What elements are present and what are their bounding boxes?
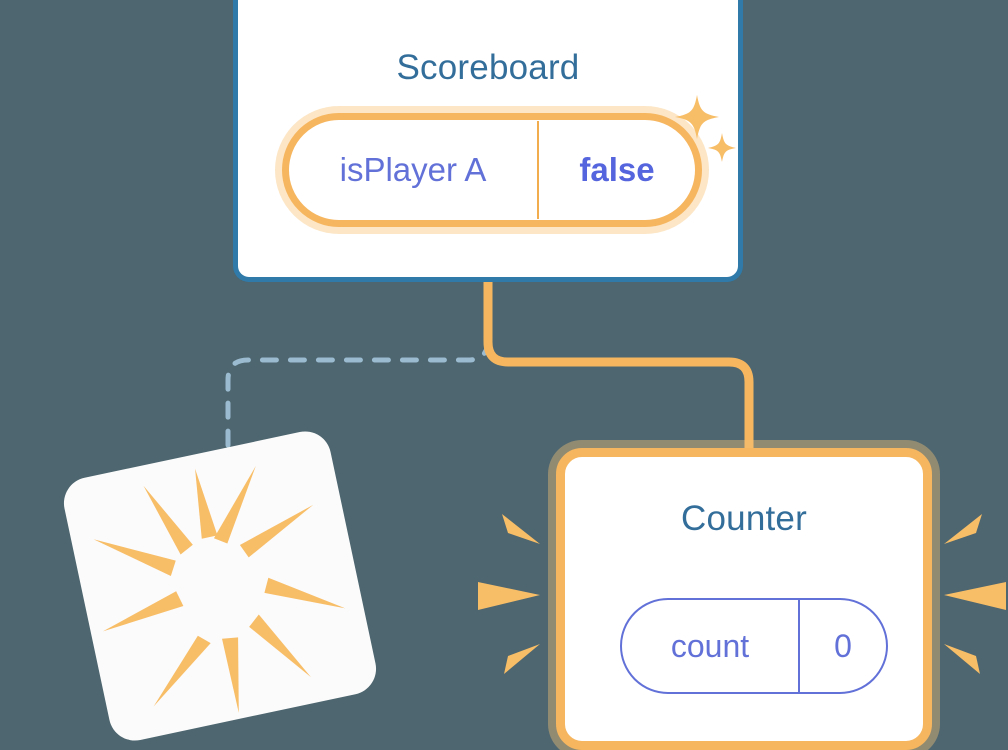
ray-icon [944,582,1006,610]
scoreboard-card[interactable]: Scoreboard isPlayer A false [233,0,743,282]
sparkle-group [675,95,736,162]
burst-ray-icon [143,485,193,555]
counter-card[interactable]: Counter count 0 [556,448,932,750]
counter-rays-left [478,514,540,674]
pill-divider [537,121,539,219]
scoreboard-state-pill-wrapper: isPlayer A false [282,113,702,227]
counter-state-key: count [670,627,750,664]
burst-ray-icon [93,539,176,577]
ray-icon [944,644,980,674]
ray-icon [944,514,982,544]
burst-ray-icon [102,591,184,632]
ray-icon [502,514,540,544]
burst-ray-icon [264,577,346,609]
ray-icon [504,644,540,674]
burst-ray-icon [213,465,256,544]
counter-rays-right [944,514,1006,674]
burst-ray-icon [195,468,218,539]
scoreboard-card-title: Scoreboard [396,48,580,87]
burst-ray-icon [239,504,314,558]
scoreboard-state-pill[interactable]: isPlayer A false [282,113,702,227]
pill-divider [798,600,800,692]
counter-state-pill[interactable]: count 0 [620,598,888,694]
burst-group [93,465,346,713]
ray-icon [478,582,540,610]
scoreboard-state-key: isPlayer A [339,151,487,188]
scoreboard-state-value: false [579,151,655,188]
burst-ray-icon [153,635,211,707]
tilted-blank-card[interactable] [59,426,381,746]
burst-ray-icon [222,637,239,713]
counter-state-value: 0 [834,627,852,664]
counter-card-title: Counter [681,499,807,538]
burst-ray-icon [249,614,311,678]
sparkle-star-small-icon [708,133,736,162]
sparkle-star-large-icon [675,95,719,139]
connector-scoreboard-to-counter [483,277,754,460]
